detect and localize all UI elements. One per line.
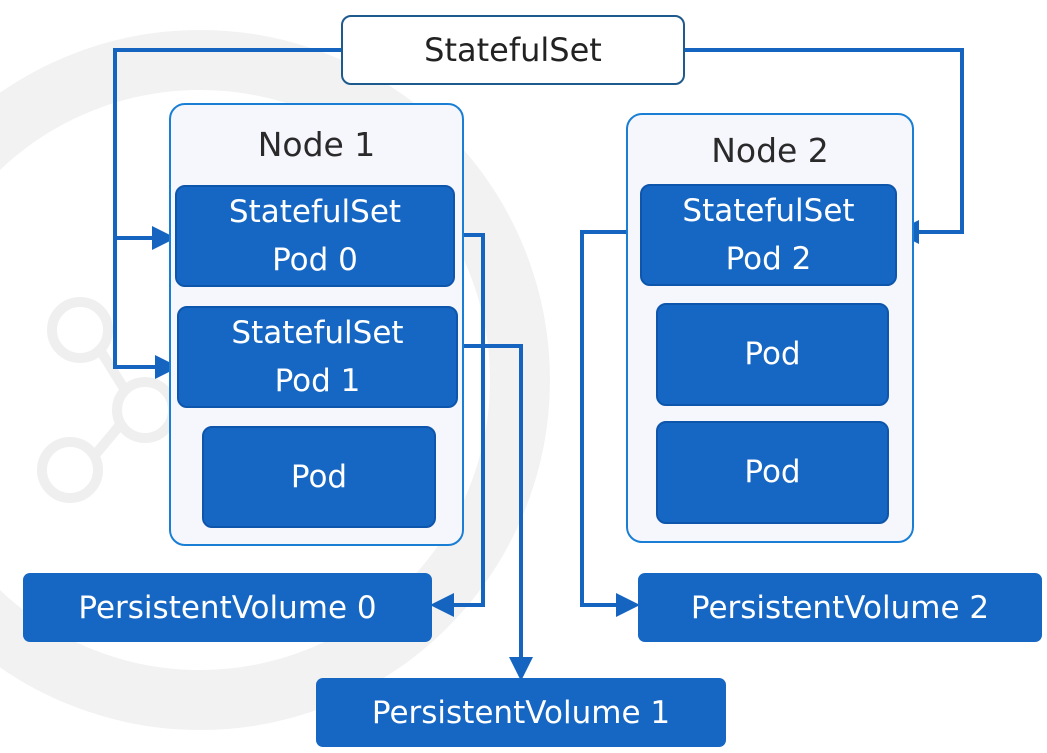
node-2-pod-b[interactable]: Pod xyxy=(656,421,889,524)
pod-1-line1: StatefulSet xyxy=(231,314,404,351)
node-2-pod-a[interactable]: Pod xyxy=(656,303,889,406)
statefulset-controller-box[interactable]: StatefulSet xyxy=(341,15,685,85)
pod0-to-pv0-line xyxy=(430,233,485,617)
pod-2-line2: Pod 2 xyxy=(725,241,812,277)
pv-0-label: PersistentVolume 0 xyxy=(78,589,377,626)
statefulset-to-pod0-line xyxy=(113,48,342,250)
node-2-pod-b-label: Pod xyxy=(744,454,801,491)
statefulset-pod-1[interactable]: StatefulSet Pod 1 xyxy=(177,306,458,408)
persistent-volume-1[interactable]: PersistentVolume 1 xyxy=(316,678,726,747)
pod-0-line2: Pod 0 xyxy=(272,242,358,278)
pod-1-line2: Pod 1 xyxy=(274,363,361,399)
statefulset-to-pod1-line xyxy=(113,238,179,379)
statefulset-pod-2[interactable]: StatefulSet Pod 2 xyxy=(640,184,897,286)
pod2-to-pv2-line xyxy=(580,230,642,617)
node-1-pod[interactable]: Pod xyxy=(202,426,436,528)
node-2-pod-a-label: Pod xyxy=(744,336,801,373)
node-1-pod-label: Pod xyxy=(290,458,348,495)
pv-1-label: PersistentVolume 1 xyxy=(371,694,671,731)
pv-2-label: PersistentVolume 2 xyxy=(690,589,990,626)
persistent-volume-2[interactable]: PersistentVolume 2 xyxy=(638,573,1042,642)
pod-2-line1: StatefulSet xyxy=(682,192,855,229)
node-2-title: Node 2 xyxy=(711,131,829,170)
statefulset-pod-0[interactable]: StatefulSet Pod 0 xyxy=(175,185,455,287)
statefulset-label: StatefulSet xyxy=(424,31,602,69)
pod1-to-pv1-line xyxy=(458,344,533,681)
pod-0-line1: StatefulSet xyxy=(228,193,402,230)
node-1-title: Node 1 xyxy=(257,125,376,164)
persistent-volume-0[interactable]: PersistentVolume 0 xyxy=(23,573,432,642)
statefulset-to-pod2-line xyxy=(684,48,964,244)
